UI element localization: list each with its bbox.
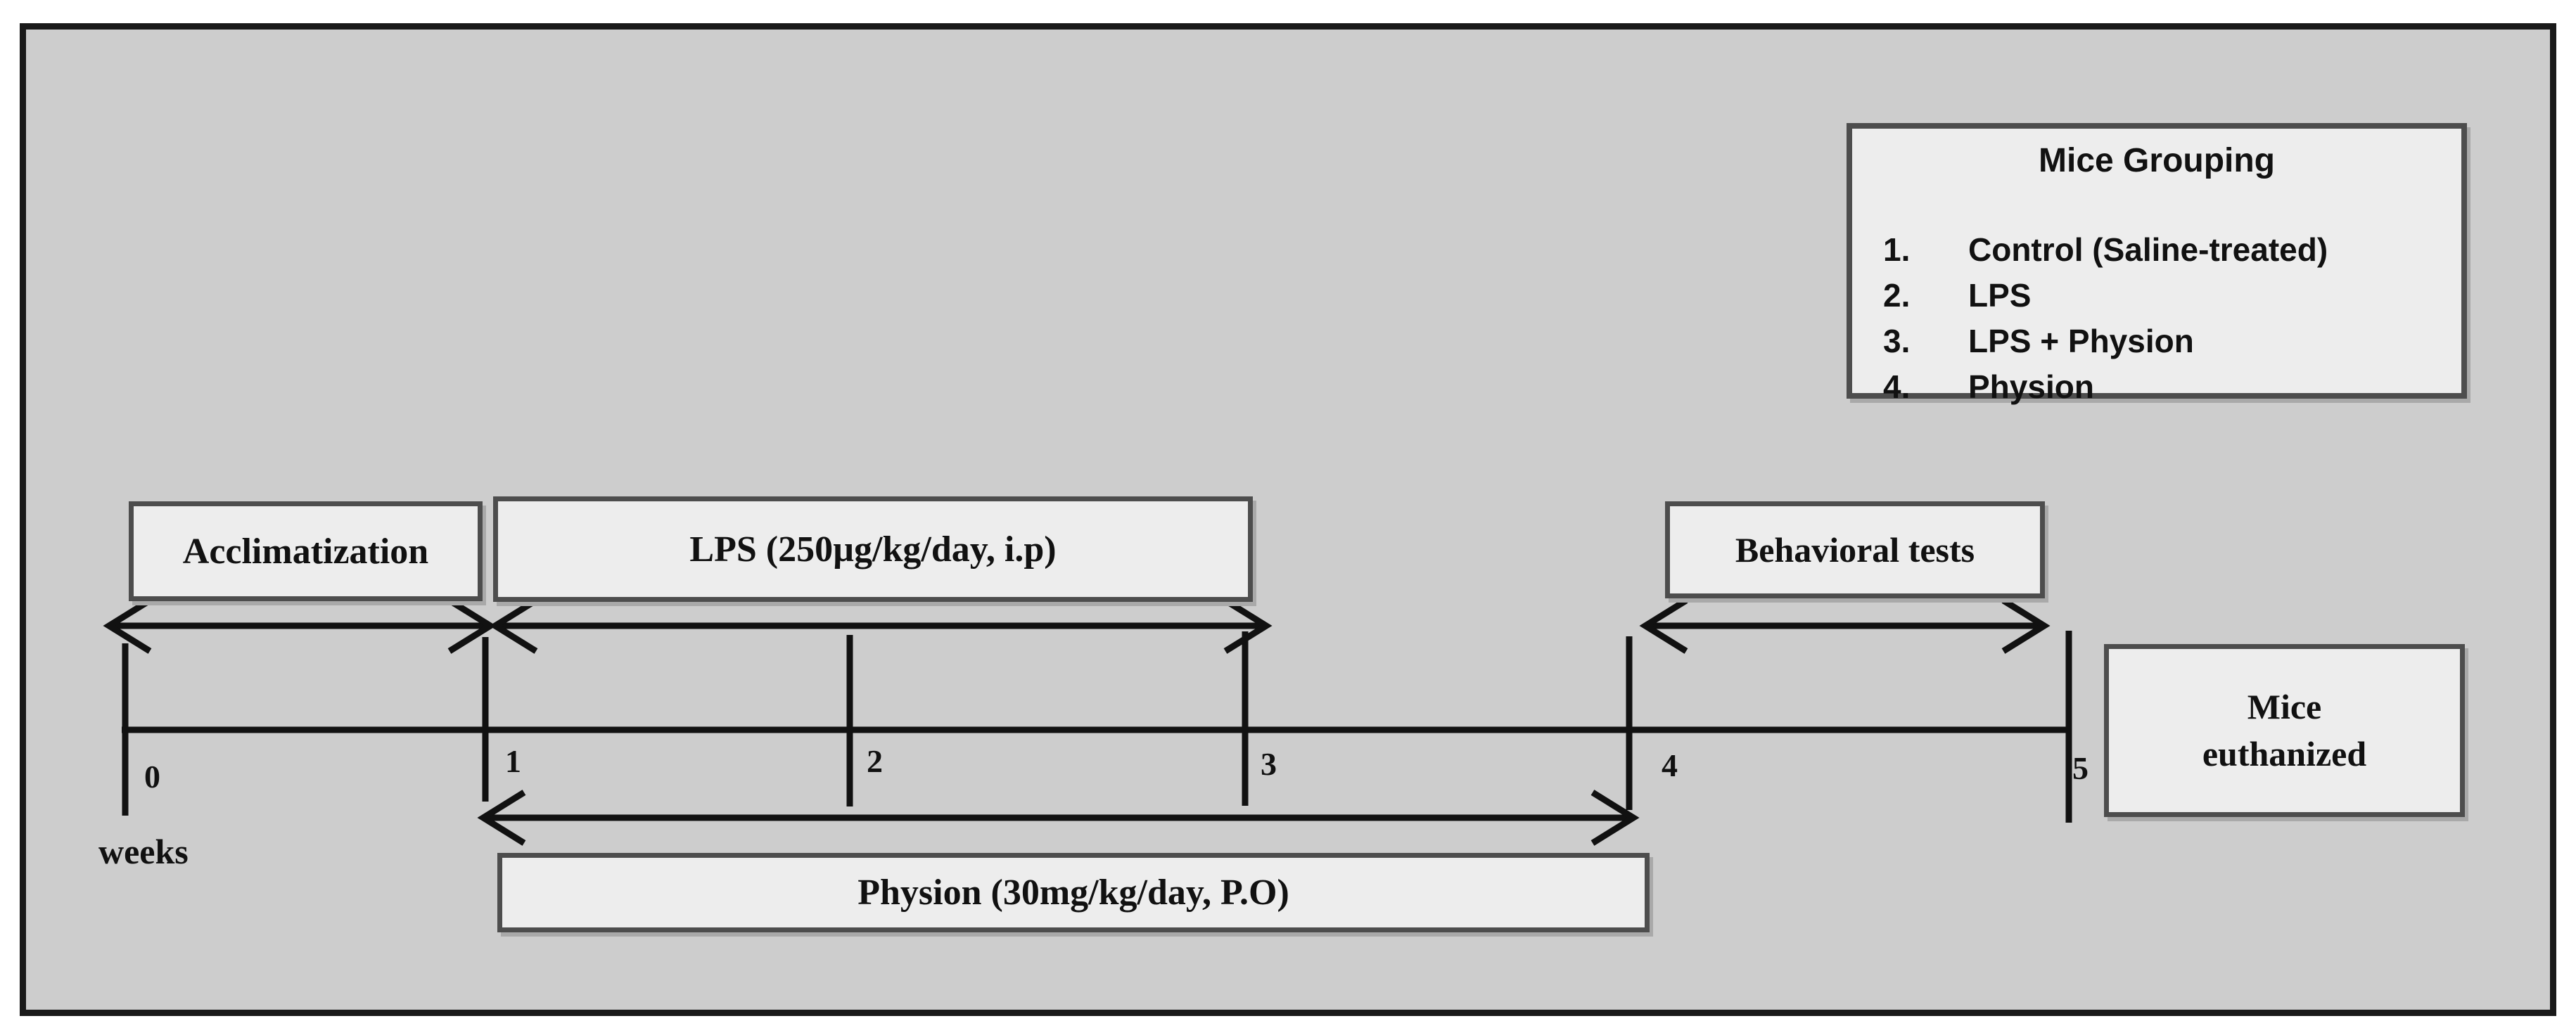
mice-euthanized-label: Mice euthanized: [2202, 686, 2367, 774]
physion-phase-box: Physion (30mg/kg/day, P.O): [497, 853, 1650, 932]
acclimatization-phase-box: Acclimatization: [129, 501, 483, 601]
week-0-label: 0: [144, 759, 160, 795]
weeks-axis-label: weeks: [98, 832, 189, 871]
list-item: 4. Physion: [1866, 364, 2447, 409]
week-4-label: 4: [1662, 747, 1678, 783]
mice-grouping-title: Mice Grouping: [2039, 142, 2275, 179]
list-item: 3. LPS + Physion: [1866, 318, 2447, 364]
week-3-label: 3: [1261, 746, 1277, 782]
acclimatization-phase-label: Acclimatization: [182, 531, 429, 572]
behavioral-tests-phase-label: Behavioral tests: [1735, 530, 1975, 570]
behavioral-tests-span-arrow: [1639, 598, 2051, 654]
group-3-number: 3.: [1883, 322, 1911, 359]
week-2-label: 2: [867, 743, 883, 779]
behavioral-tests-phase-box: Behavioral tests: [1665, 501, 2045, 598]
physion-phase-label: Physion (30mg/kg/day, P.O): [857, 873, 1289, 913]
mice-grouping-list: 1. Control (Saline-treated) 2. LPS 3. LP…: [1866, 226, 2447, 409]
acclimatization-span-arrow: [103, 598, 497, 654]
lps-phase-box: LPS (250µg/kg/day, i.p): [493, 496, 1253, 602]
group-1-label: Control (Saline-treated): [1968, 231, 2328, 268]
group-4-number: 4.: [1883, 368, 1911, 405]
week-5-label: 5: [2072, 750, 2089, 786]
group-2-label: LPS: [1968, 276, 2032, 314]
group-3-label: LPS + Physion: [1968, 322, 2194, 359]
physion-span-arrow: [477, 790, 1640, 846]
mice-grouping-box: Mice Grouping 1. Control (Saline-treated…: [1847, 123, 2467, 405]
list-item: 1. Control (Saline-treated): [1866, 226, 2447, 272]
mice-euthanized-box: Mice euthanized: [2104, 644, 2465, 817]
group-1-number: 1.: [1883, 231, 1911, 268]
group-2-number: 2.: [1883, 276, 1911, 314]
group-4-label: Physion: [1968, 368, 2094, 405]
list-item: 2. LPS: [1866, 272, 2447, 318]
lps-phase-label: LPS (250µg/kg/day, i.p): [689, 529, 1057, 570]
lps-span-arrow: [489, 598, 1273, 654]
week-1-label: 1: [505, 743, 521, 779]
